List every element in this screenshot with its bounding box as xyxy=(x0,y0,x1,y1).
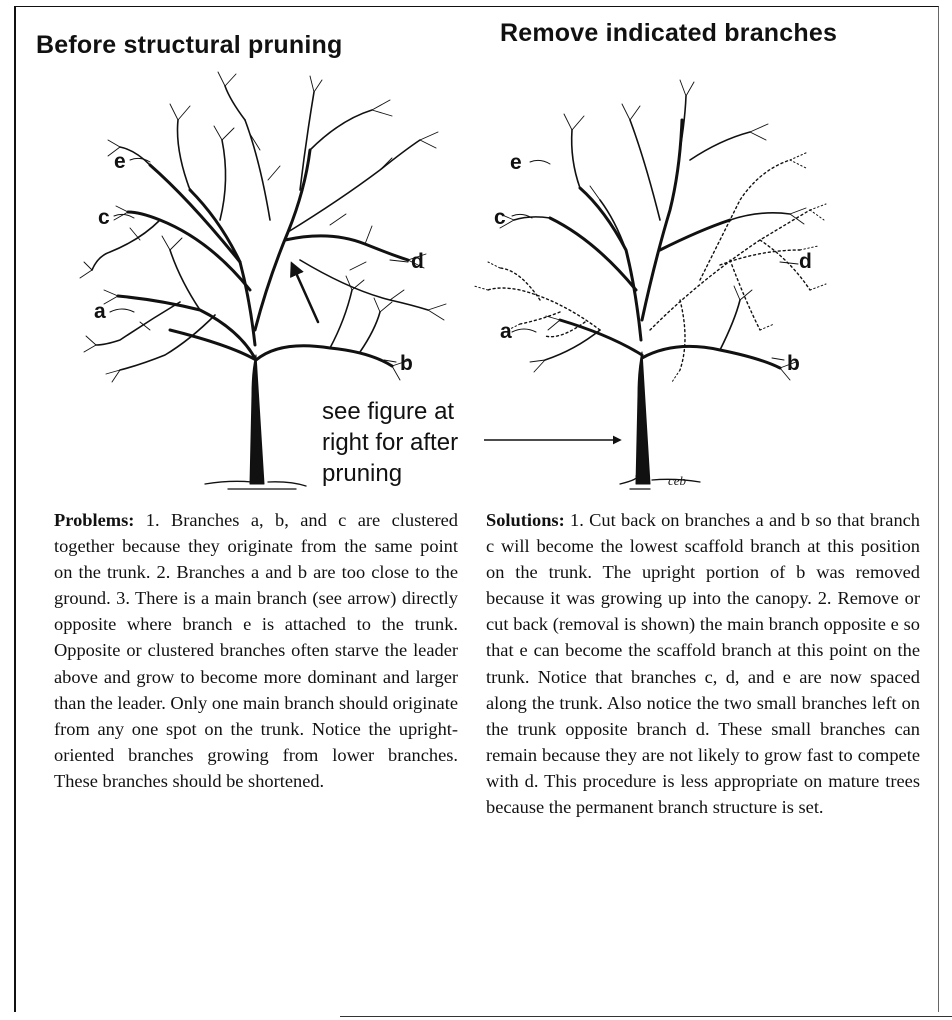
heading-before-pruning: Before structural pruning xyxy=(36,31,343,59)
label-left-c: c xyxy=(98,206,110,229)
tree-before-pruning xyxy=(79,71,447,490)
solutions-text: 1. Cut back on branches a and b so that … xyxy=(486,510,920,818)
bottom-rule xyxy=(340,1016,952,1017)
label-right-c: c xyxy=(494,206,506,229)
callout-line-1: see figure at xyxy=(322,398,455,425)
callout-line-3: pruning xyxy=(322,460,403,487)
label-left-e: e xyxy=(114,150,126,173)
label-right-e: e xyxy=(510,151,522,174)
problems-text: 1. Branches a, b, and c are clustered to… xyxy=(54,510,458,791)
tree-after-pruning xyxy=(473,79,827,490)
label-right-d: d xyxy=(799,250,812,273)
figure-frame xyxy=(14,6,939,1012)
solutions-title: Solutions: xyxy=(486,510,565,530)
solutions-paragraph: Solutions: 1. Cut back on branches a and… xyxy=(486,507,920,820)
callout-line-2: right for after xyxy=(322,429,459,456)
label-right-a: a xyxy=(500,320,512,343)
problems-title: Problems: xyxy=(54,510,135,530)
callout-text: see figure at right for after pruning xyxy=(322,396,458,489)
artist-signature: ceb xyxy=(668,473,687,488)
problems-paragraph: Problems: 1. Branches a, b, and c are cl… xyxy=(54,507,458,794)
label-left-a: a xyxy=(94,300,106,323)
label-left-d: d xyxy=(411,250,424,273)
label-left-b: b xyxy=(400,352,413,375)
label-right-b: b xyxy=(787,352,800,375)
heading-remove-branches: Remove indicated branches xyxy=(500,19,838,47)
